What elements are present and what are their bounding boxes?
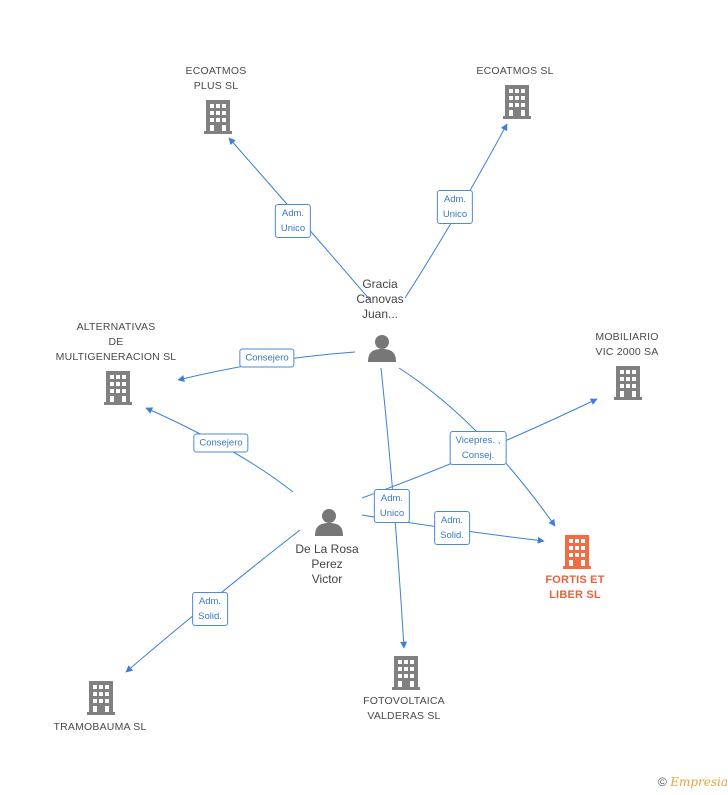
person-icon[interactable] <box>315 509 343 536</box>
label-line: Consej. <box>461 450 495 461</box>
company-alternativas-label[interactable]: ALTERNATIVAS DE MULTIGENERACION SL <box>56 320 177 365</box>
label-line: DE <box>108 336 124 348</box>
person-icon[interactable] <box>368 335 396 362</box>
label-line: FORTIS ET <box>545 574 605 586</box>
building-icon[interactable] <box>614 366 642 400</box>
relation-label: Adm. Solid. <box>434 511 470 545</box>
label-line: Unico <box>379 508 405 519</box>
label-line: Vicepres. , <box>455 435 501 446</box>
label-line: PLUS SL <box>193 80 239 92</box>
label-line: LIBER SL <box>549 589 601 601</box>
person-gracia-label[interactable]: Gracia Canovas Juan... <box>356 277 403 322</box>
building-icon-highlighted[interactable] <box>563 535 591 569</box>
label-line: Gracia <box>362 277 398 291</box>
relation-label: Consejero <box>193 433 249 453</box>
relation-label: Adm. Unico <box>373 489 411 523</box>
label-line: FOTOVOLTAICA <box>363 695 445 707</box>
company-fotovoltaica-label[interactable]: FOTOVOLTAICA VALDERAS SL <box>363 694 445 724</box>
label-line: Adm. <box>440 515 464 526</box>
label-line: VALDERAS SL <box>367 710 441 722</box>
label-line: Victor <box>311 572 343 586</box>
edges <box>125 123 598 673</box>
building-icon[interactable] <box>104 371 132 405</box>
label-line: Juan... <box>361 307 399 321</box>
building-icon[interactable] <box>87 681 115 715</box>
label-line: Consejero <box>245 352 289 364</box>
building-icon[interactable] <box>392 656 420 690</box>
relation-label: Adm. Unico <box>436 190 474 224</box>
relation-label: Vicepres. , Consej. <box>449 431 507 465</box>
person-delarosa-label[interactable]: De La Rosa Perez Victor <box>295 542 358 587</box>
building-icon[interactable] <box>503 85 531 119</box>
company-ecoatmos-plus-label[interactable]: ECOATMOS PLUS SL <box>186 64 247 94</box>
company-ecoatmos-label[interactable]: ECOATMOS SL <box>476 64 553 79</box>
label-line: Consejero <box>199 437 243 449</box>
label-line: Adm. <box>198 596 222 607</box>
label-line: De La Rosa <box>295 542 359 556</box>
label-line: Adm. <box>281 208 305 219</box>
relation-label: Consejero <box>239 348 295 368</box>
building-icon[interactable] <box>204 100 232 134</box>
label-line: VIC 2000 SA <box>595 346 659 358</box>
label-line: ECOATMOS <box>185 65 247 77</box>
label-line: Solid. <box>198 611 222 622</box>
label-line: Adm. <box>443 194 467 205</box>
brand-name: Empresia <box>670 775 728 789</box>
copyright-symbol: © <box>658 775 667 789</box>
label-line: Unico <box>442 209 468 220</box>
label-line: TRAMOBAUMA SL <box>53 721 147 733</box>
relation-label: Adm. Unico <box>274 204 312 238</box>
label-line: MULTIGENERACION SL <box>55 351 177 363</box>
relation-label: Adm. Solid. <box>192 592 228 626</box>
company-mobiliario-label[interactable]: MOBILIARIO VIC 2000 SA <box>595 330 658 360</box>
footer-brand[interactable]: © Empresia <box>658 775 728 789</box>
label-line: ALTERNATIVAS <box>76 321 156 333</box>
label-line: Solid. <box>440 530 464 541</box>
label-line: Adm. <box>380 493 404 504</box>
label-line: Perez <box>311 557 343 571</box>
label-line: Unico <box>280 223 306 234</box>
company-fortis-label[interactable]: FORTIS ET LIBER SL <box>545 573 604 603</box>
company-tramobauma-label[interactable]: TRAMOBAUMA SL <box>53 720 146 735</box>
label-line: MOBILIARIO <box>595 331 659 343</box>
label-line: ECOATMOS SL <box>476 65 554 77</box>
label-line: Canovas <box>356 292 404 306</box>
